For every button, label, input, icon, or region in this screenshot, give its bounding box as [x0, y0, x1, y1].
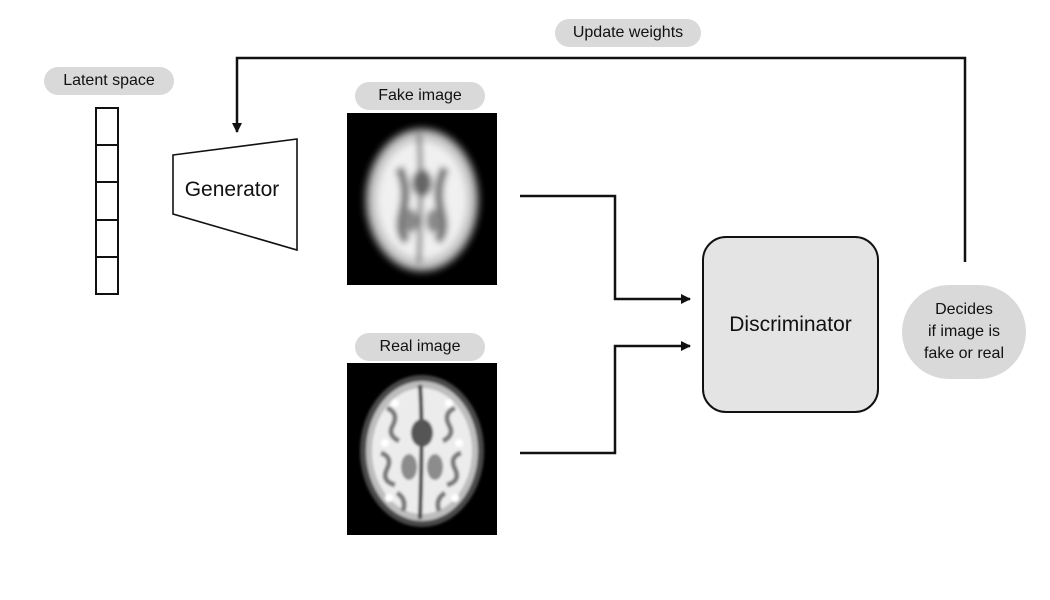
- latent-cell: [97, 258, 117, 293]
- generator-shape: [172, 138, 298, 252]
- real-to-discriminator-arrow: [520, 341, 691, 455]
- decision-line-1: Decides: [935, 301, 993, 318]
- fake-to-discriminator-arrow: [520, 194, 691, 304]
- latent-vector: [95, 107, 119, 295]
- decision-bubble: Decides if image is fake or real: [902, 285, 1026, 379]
- fake-image-label: Fake image: [355, 82, 485, 110]
- discriminator-label: Discriminator: [729, 312, 852, 336]
- latent-space-label: Latent space: [44, 67, 174, 95]
- real-brain-image: [347, 363, 497, 535]
- decision-line-3: fake or real: [923, 345, 1005, 362]
- latent-cell: [97, 109, 117, 147]
- real-image-label: Real image: [355, 333, 485, 361]
- discriminator-box: Discriminator: [702, 236, 879, 413]
- generator-label: Generator: [184, 178, 280, 201]
- update-weights-arrow: [232, 56, 967, 262]
- latent-cell: [97, 183, 117, 221]
- latent-cell: [97, 221, 117, 258]
- fake-brain-image: [347, 113, 497, 285]
- decision-line-2: if image is: [927, 323, 1001, 340]
- latent-cell: [97, 146, 117, 184]
- update-weights-label: Update weights: [555, 19, 701, 47]
